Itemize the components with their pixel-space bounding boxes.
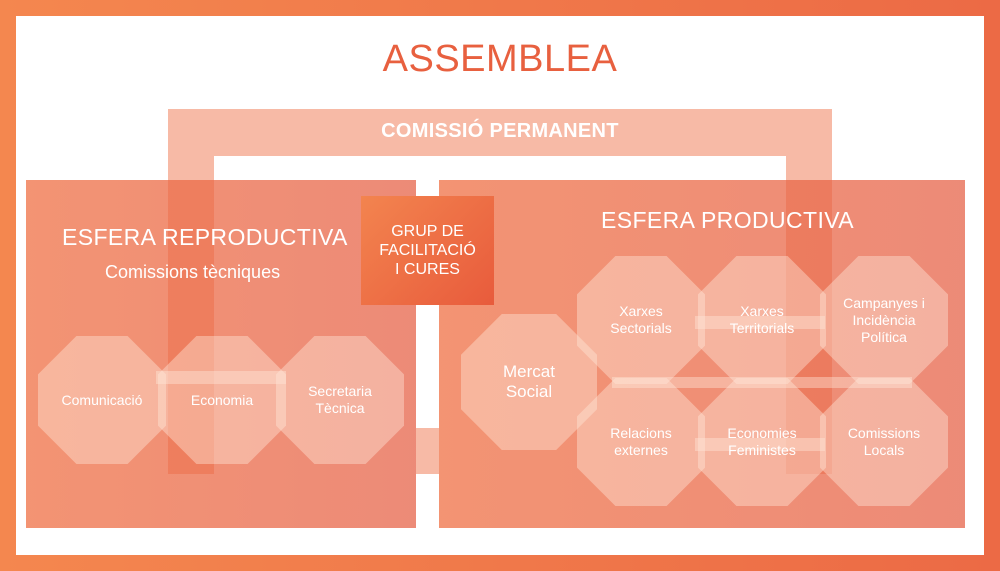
esfera-productiva-panel [439,180,965,528]
left-link-strip [156,371,286,384]
octagon-secretaria-tecnica: Secretaria Tècnica [276,336,404,464]
panel-connector [416,428,439,474]
esfera-reproductiva-title: ESFERA REPRODUCTIVA [62,224,348,250]
right-link-strip-middle [612,377,912,388]
grup-facilitacio-label: GRUP DE FACILITACIÓ I CURES [379,223,476,278]
relacions-externes-label: Relacions externes [610,425,672,458]
right-link-strip-bottom [695,438,825,451]
comissions-tecniques-subtitle: Comissions tècniques [105,262,281,282]
assemblea-title: ASSEMBLEA [382,38,618,80]
economia-label: Economia [190,391,254,408]
mercat-social-label: Mercat Social [503,362,555,401]
comissio-permanent-label: COMISSIÓ PERMANENT [381,120,619,142]
economies-feministes-label: Economies Feministes [727,425,797,458]
octagon-xarxes-territorials: Xarxes Territorials [698,256,826,384]
secretaria-tecnica-label: Secretaria Tècnica [308,383,372,416]
xarxes-sectorials-label: Xarxes Sectorials [610,303,672,336]
octagon-xarxes-sectorials: Xarxes Sectorials [577,256,705,384]
octagon-relacions-externes: Relacions externes [577,378,705,506]
octagon-mercat-social: Mercat Social [461,314,597,450]
comissions-locals-label: Comissions Locals [847,425,921,458]
xarxes-territorials-label: Xarxes Territorials [729,303,795,336]
campanyes-incidencia-label: Campanyes i Incidència Política [843,294,925,345]
right-link-strip-top [695,316,825,329]
octagon-campanyes-incidencia: Campanyes i Incidència Política [820,256,948,384]
grup-facilitacio-box: GRUP DE FACILITACIÓ I CURES [361,196,494,305]
octagon-economies-feministes: Economies Feministes [698,378,826,506]
comunicacio-label: Comunicació [61,391,143,408]
octagon-comissions-locals: Comissions Locals [820,378,948,506]
esfera-productiva-title: ESFERA PRODUCTIVA [601,207,855,233]
octagon-comunicacio: Comunicació [38,336,166,464]
esfera-reproductiva-panel [26,180,416,528]
octagon-economia: Economia [158,336,286,464]
